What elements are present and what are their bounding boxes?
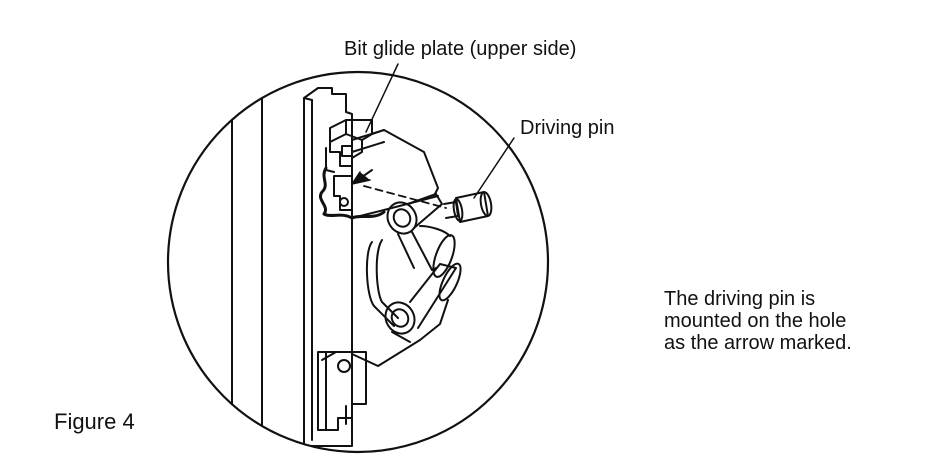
leader-line-glide [365,63,399,133]
note-line: The driving pin is [664,288,816,310]
note-line: as the arrow marked. [664,332,852,354]
glide-plate-block [319,119,439,220]
mounting-plate [303,87,353,447]
frame-posts [231,72,263,452]
driving-pin-label: Driving pin [520,117,615,139]
angled-plate [351,195,449,367]
figure-caption: Figure 4 [54,409,135,434]
assembly-line [351,169,447,209]
detail-circle [166,70,550,454]
assembly-note: The driving pin is mounted on the hole a… [664,288,852,354]
glide-plate-label: Bit glide plate (upper side) [344,38,577,60]
lower-roller [384,262,462,343]
upper-roller [386,193,456,278]
note-line: mounted on the hole [664,310,847,332]
bottom-bracket [317,351,367,431]
driving-pin-part [443,191,493,223]
leader-line-pin [473,137,515,199]
